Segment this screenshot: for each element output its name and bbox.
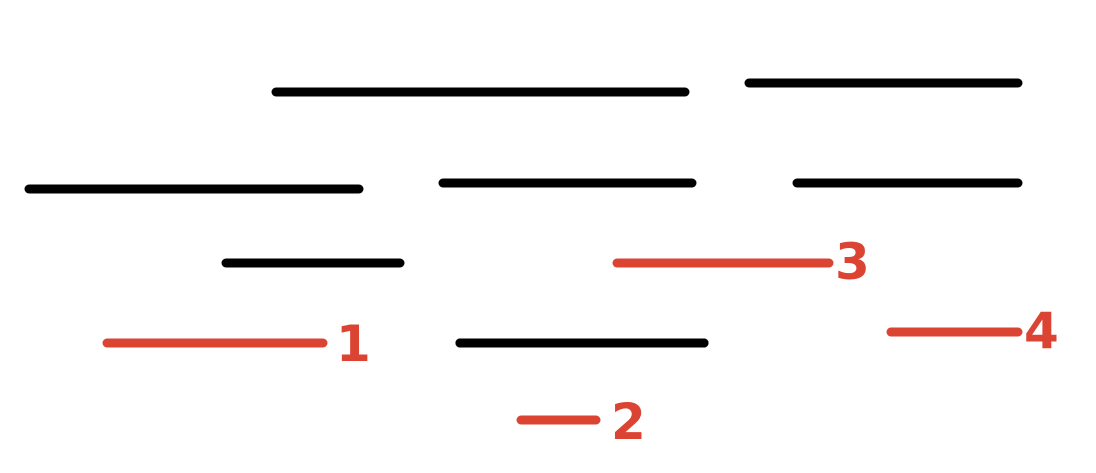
- candidate-label-1: 1: [336, 315, 371, 373]
- candidate-label-2: 2: [611, 393, 646, 451]
- reference-lines: [24, 78, 1023, 348]
- candidate-lines: 1 2 3 4: [102, 233, 1059, 451]
- candidate-label-4: 4: [1024, 302, 1059, 360]
- candidate-label-3: 3: [835, 233, 870, 291]
